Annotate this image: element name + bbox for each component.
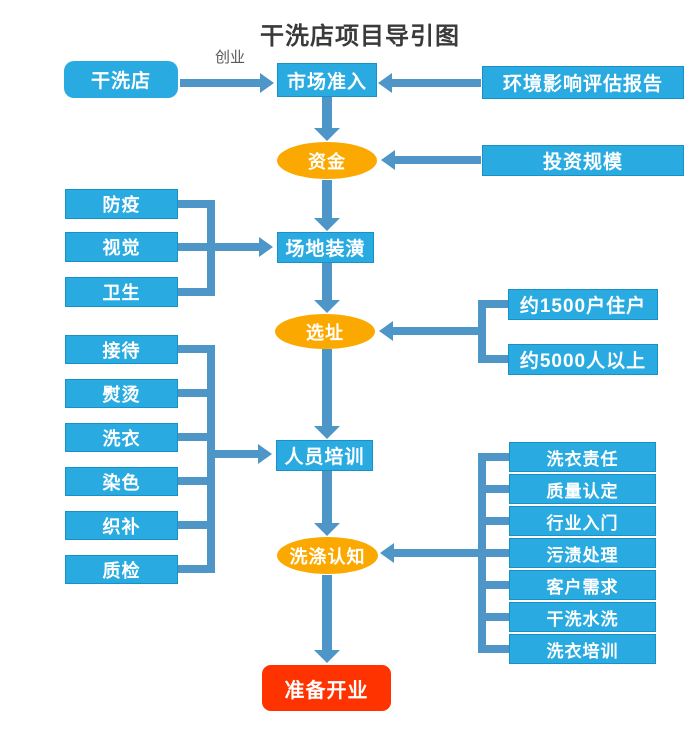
node-washing-knowledge: 洗涤认知 [277, 537, 378, 574]
training-subject-box: 织补 [65, 511, 178, 540]
edge-label-startup: 创业 [214, 49, 245, 66]
node-market-access: 市场准入 [277, 63, 377, 97]
decoration-factor-box: 防疫 [65, 189, 178, 219]
arrow-envreport-to-market [378, 73, 481, 93]
node-dry-clean-shop: 干洗店 [64, 61, 178, 98]
decoration-factor-box: 视觉 [65, 232, 178, 262]
arrow-subjects-to-training [207, 444, 272, 464]
knowledge-topic-box: 干洗水洗 [509, 602, 656, 632]
training-subject-box: 熨烫 [65, 379, 178, 408]
arrow-topics-to-knowledge [380, 543, 509, 563]
arrow-criteria-to-site [379, 321, 482, 341]
node-env-assessment-report: 环境影响评估报告 [482, 66, 684, 99]
arrow-investment-to-funds [381, 150, 481, 170]
diagram-title: 干洗店项目导引图 [260, 23, 460, 50]
training-subject-box: 质检 [65, 555, 178, 584]
node-site-selection: 选址 [275, 314, 375, 349]
arrow-funds-to-decoration [314, 180, 340, 231]
node-investment-scale: 投资规模 [482, 145, 684, 176]
node-funding: 资金 [277, 142, 377, 179]
arrow-training-to-knowledge [314, 471, 340, 536]
site-criterion-box: 约5000人以上 [508, 344, 658, 375]
arrow-market-to-funds [314, 97, 340, 141]
node-staff-training: 人员培训 [276, 440, 373, 471]
knowledge-topic-box: 污渍处理 [509, 538, 656, 568]
arrow-factors-to-decoration [178, 237, 273, 257]
arrow-start-to-market [180, 73, 274, 93]
bracket-site-criteria [478, 300, 508, 363]
training-subject-box: 接待 [65, 335, 178, 364]
bracket-training-subjects [178, 345, 215, 573]
bracket-decoration-factors [178, 200, 215, 296]
arrow-knowledge-to-opening [314, 575, 340, 663]
knowledge-topic-box: 洗衣培训 [509, 634, 656, 664]
bracket-knowledge-topics [478, 453, 509, 653]
knowledge-topic-box: 客户需求 [509, 570, 656, 600]
knowledge-topic-box: 质量认定 [509, 474, 656, 504]
decoration-factor-box: 卫生 [65, 277, 178, 307]
node-ready-to-open: 准备开业 [262, 665, 391, 711]
site-criterion-box: 约1500户住户 [508, 289, 658, 320]
node-site-decoration: 场地装潢 [277, 232, 374, 263]
knowledge-topic-box: 洗衣责任 [509, 442, 656, 472]
training-subject-box: 染色 [65, 467, 178, 496]
arrow-site-to-training [314, 349, 340, 439]
knowledge-topic-box: 行业入门 [509, 506, 656, 536]
arrow-decoration-to-site [314, 263, 340, 313]
training-subject-box: 洗衣 [65, 423, 178, 452]
